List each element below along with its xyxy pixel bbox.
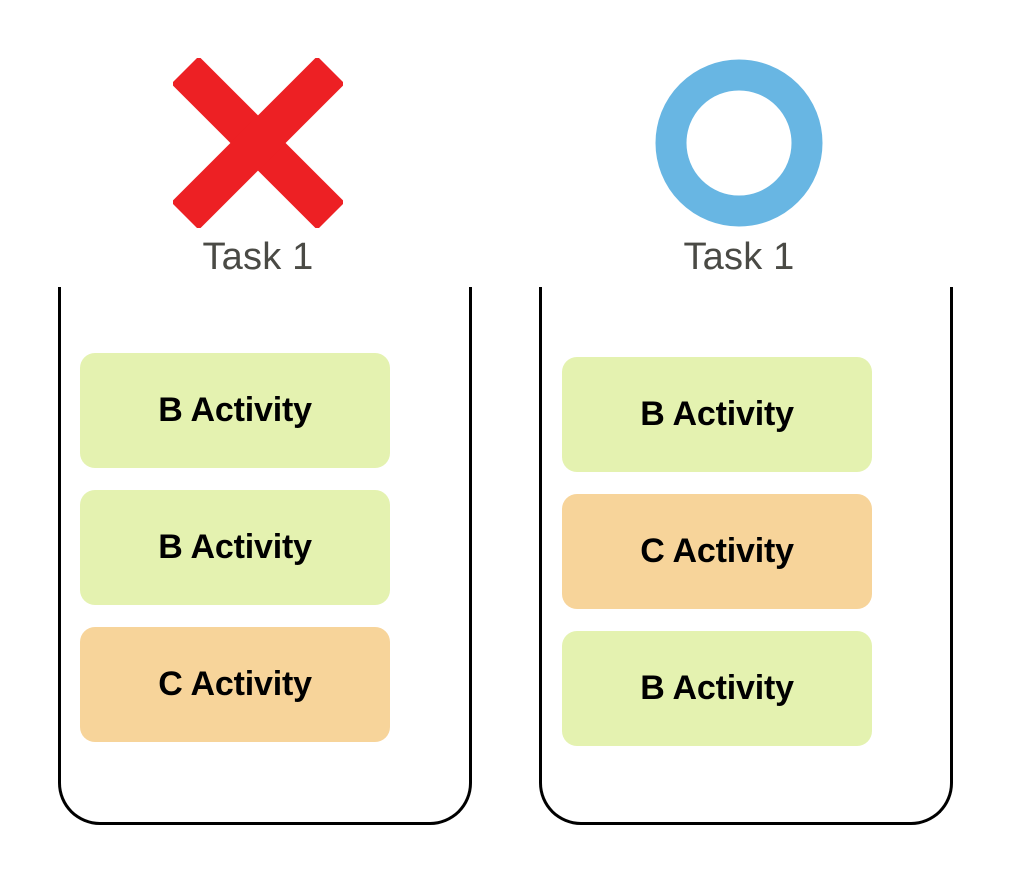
task-label-left: Task 1 <box>202 236 314 278</box>
task-label-right: Task 1 <box>683 236 795 278</box>
circle-ring-icon <box>655 59 823 226</box>
activity-pill[interactable]: B Activity <box>80 353 390 468</box>
task-lane-left <box>58 287 472 825</box>
status-icon-circle <box>509 55 969 230</box>
task-column-right: Task 1 B Activity C Activity B Activity <box>509 0 969 896</box>
cross-mark-icon <box>173 57 343 228</box>
activity-stack-right: B Activity C Activity B Activity <box>562 357 872 746</box>
task-lane-right <box>539 287 953 825</box>
activity-stack-left: B Activity B Activity C Activity <box>80 353 390 742</box>
activity-pill[interactable]: C Activity <box>562 494 872 609</box>
activity-pill[interactable]: C Activity <box>80 627 390 742</box>
activity-pill[interactable]: B Activity <box>562 631 872 746</box>
activity-pill[interactable]: B Activity <box>80 490 390 605</box>
activity-pill[interactable]: B Activity <box>562 357 872 472</box>
task-column-left: Task 1 B Activity B Activity C Activity <box>28 0 488 896</box>
status-icon-cross <box>28 55 488 230</box>
